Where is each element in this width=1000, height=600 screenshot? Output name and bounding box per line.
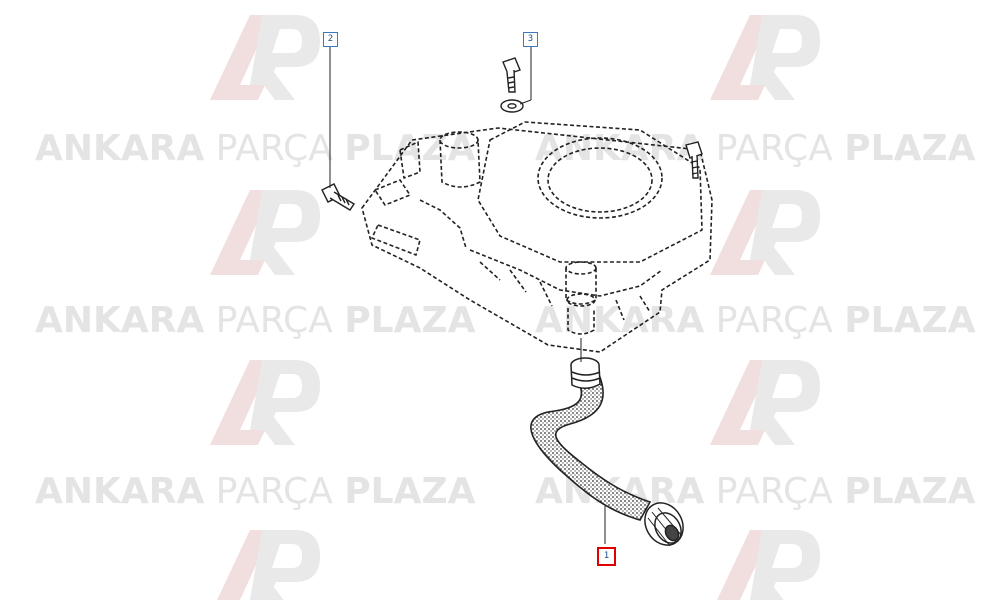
ap-logo-icon [710, 360, 820, 445]
bolt-with-washer [500, 57, 524, 113]
callout-3[interactable]: 3 [523, 32, 538, 47]
watermark-row: ANKARA PARÇA PLAZA [35, 300, 476, 341]
quick-connector [644, 502, 684, 547]
watermark-row: ANKARA PARÇA PLAZA [35, 128, 476, 169]
callout-2[interactable]: 2 [323, 32, 338, 47]
ap-logo-icon [210, 15, 320, 100]
watermark-row: ANKARA PARÇA PLAZA [35, 471, 476, 512]
leader-lines [329, 46, 606, 544]
watermark-text: ANKARA PARÇA PLAZA ANKARA PARÇA PLAZA AN… [35, 128, 976, 512]
ap-logo-icon [210, 360, 320, 445]
ap-logo-icon [710, 530, 820, 600]
watermark-row: ANKARA PARÇA PLAZA [535, 300, 976, 341]
callout-1-selected[interactable]: 1 [597, 547, 616, 566]
watermark-row: ANKARA PARÇA PLAZA [535, 128, 976, 169]
watermark-row: ANKARA PARÇA PLAZA [535, 471, 976, 512]
ap-logo-icon [210, 530, 320, 600]
engine-cover-assembly [361, 121, 713, 353]
ap-logo-icon [210, 190, 320, 275]
bolt-left [321, 183, 355, 211]
ap-logo-icon [710, 15, 820, 100]
bolt-right [685, 141, 703, 179]
breather-hose [530, 357, 684, 547]
ap-logo-icon [710, 190, 820, 275]
